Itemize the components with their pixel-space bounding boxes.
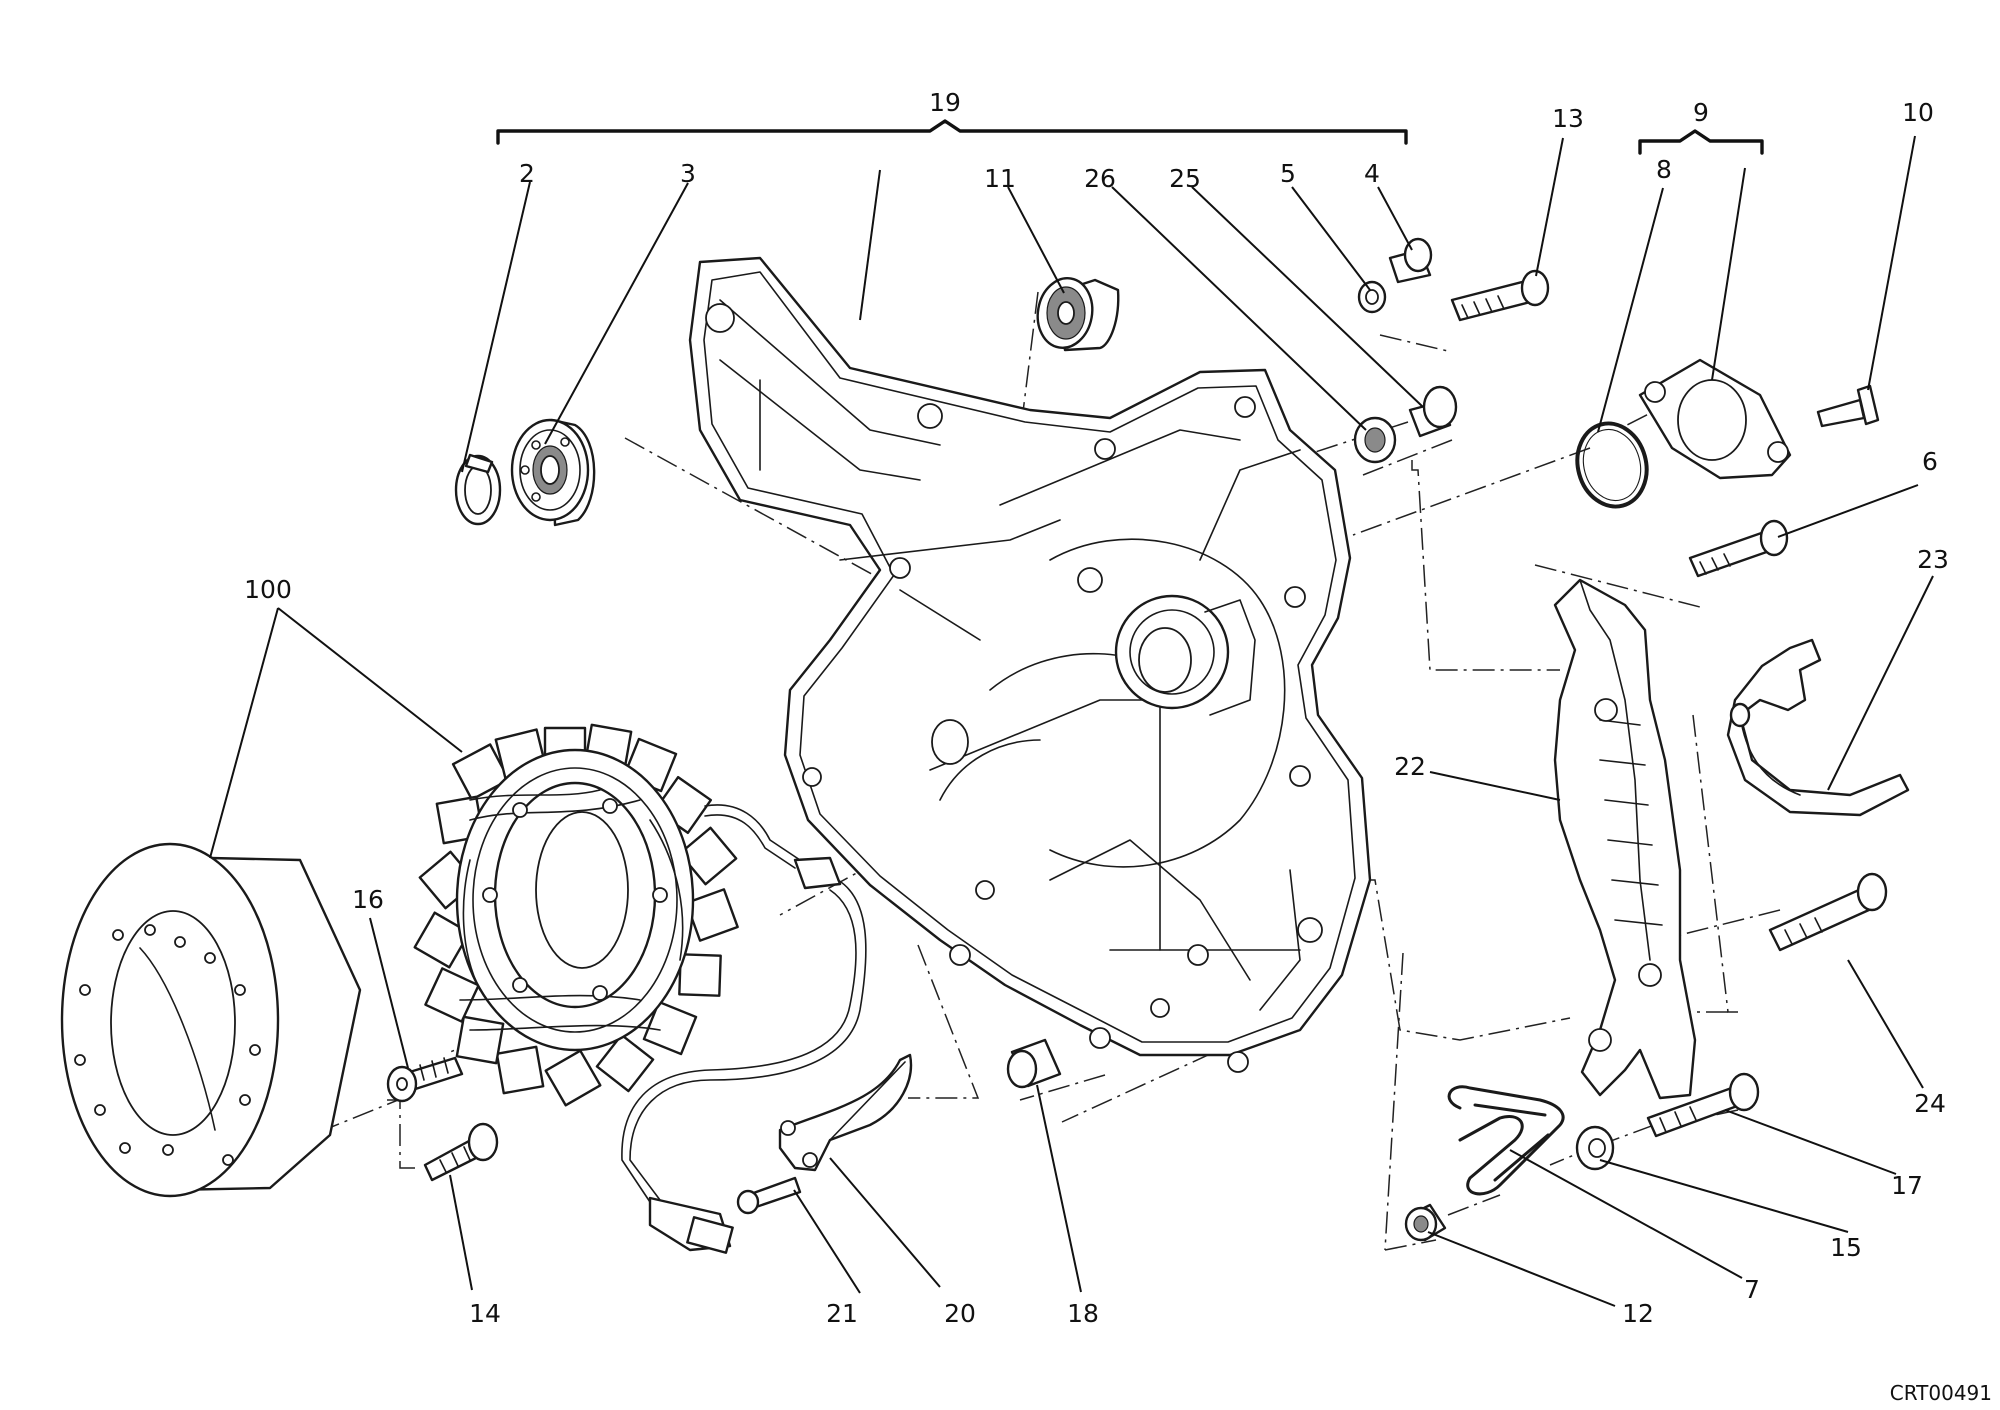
callout-19: 19 xyxy=(929,88,961,117)
callout-15: 15 xyxy=(1830,1233,1862,1262)
cable-plate-part-20 xyxy=(778,1053,913,1172)
group-19-brace xyxy=(496,119,1408,145)
screw-part-14 xyxy=(423,1122,499,1182)
grommet-part-12 xyxy=(1404,1203,1447,1242)
callout-5: 5 xyxy=(1280,159,1296,188)
oil-seal-part-11 xyxy=(1036,277,1120,352)
callout-18: 18 xyxy=(1067,1299,1099,1328)
group-9-brace xyxy=(1638,129,1764,155)
callout-21: 21 xyxy=(826,1299,858,1328)
callout-2: 2 xyxy=(519,159,535,188)
callout-8: 8 xyxy=(1656,155,1672,184)
clamp-part-23 xyxy=(1726,638,1910,817)
callout-17: 17 xyxy=(1891,1171,1923,1200)
callout-14: 14 xyxy=(469,1299,501,1328)
screw-part-21 xyxy=(736,1176,802,1215)
screw-part-10 xyxy=(1816,384,1880,428)
screw-part-16 xyxy=(386,1056,464,1103)
callout-23: 23 xyxy=(1917,545,1949,574)
screw-part-6 xyxy=(1688,519,1789,578)
callout-4: 4 xyxy=(1364,159,1380,188)
rotor-bolt-holes xyxy=(74,924,261,1166)
screw-part-13 xyxy=(1450,269,1550,322)
screw-part-24 xyxy=(1768,872,1888,952)
washer-part-5 xyxy=(1357,280,1387,314)
callout-10: 10 xyxy=(1902,98,1934,127)
callout-12: 12 xyxy=(1622,1299,1654,1328)
o-ring-part-8 xyxy=(1575,421,1649,509)
plug-part-25 xyxy=(1408,385,1458,438)
bearing-part-3 xyxy=(510,418,596,527)
callout-20: 20 xyxy=(944,1299,976,1328)
callout-26: 26 xyxy=(1084,164,1116,193)
leader-lines xyxy=(209,135,1934,1307)
callout-22: 22 xyxy=(1394,752,1426,781)
callout-100: 100 xyxy=(244,575,292,604)
callout-13: 13 xyxy=(1552,104,1584,133)
cable-guide-part-22 xyxy=(1553,578,1697,1100)
drawing-code: CRT00491 xyxy=(1890,1381,1992,1405)
circlip-part-2 xyxy=(454,453,502,526)
stator-mount-holes xyxy=(482,798,668,1001)
callout-16: 16 xyxy=(352,885,384,914)
spring-clip-part-7 xyxy=(1447,1085,1565,1196)
callout-24: 24 xyxy=(1914,1089,1946,1118)
bushing-part-18 xyxy=(1006,1038,1062,1089)
callout-3: 3 xyxy=(680,159,696,188)
callout-11: 11 xyxy=(984,164,1016,193)
stator-part-100 xyxy=(413,723,867,1254)
screw-part-17 xyxy=(1646,1072,1760,1138)
callout-labels: 19 2 3 11 26 25 5 4 13 9 8 10 6 23 100 2… xyxy=(244,88,1949,1328)
washer-part-15 xyxy=(1575,1125,1615,1171)
stator-windings xyxy=(459,789,684,1031)
cover-plate-part-9 xyxy=(1638,358,1792,480)
side-cover-part-19 xyxy=(688,256,1372,1073)
rotor-part-100 xyxy=(60,842,362,1198)
callout-9: 9 xyxy=(1693,98,1709,127)
callout-6: 6 xyxy=(1922,447,1938,476)
callout-25: 25 xyxy=(1169,164,1201,193)
callout-7: 7 xyxy=(1744,1275,1760,1304)
